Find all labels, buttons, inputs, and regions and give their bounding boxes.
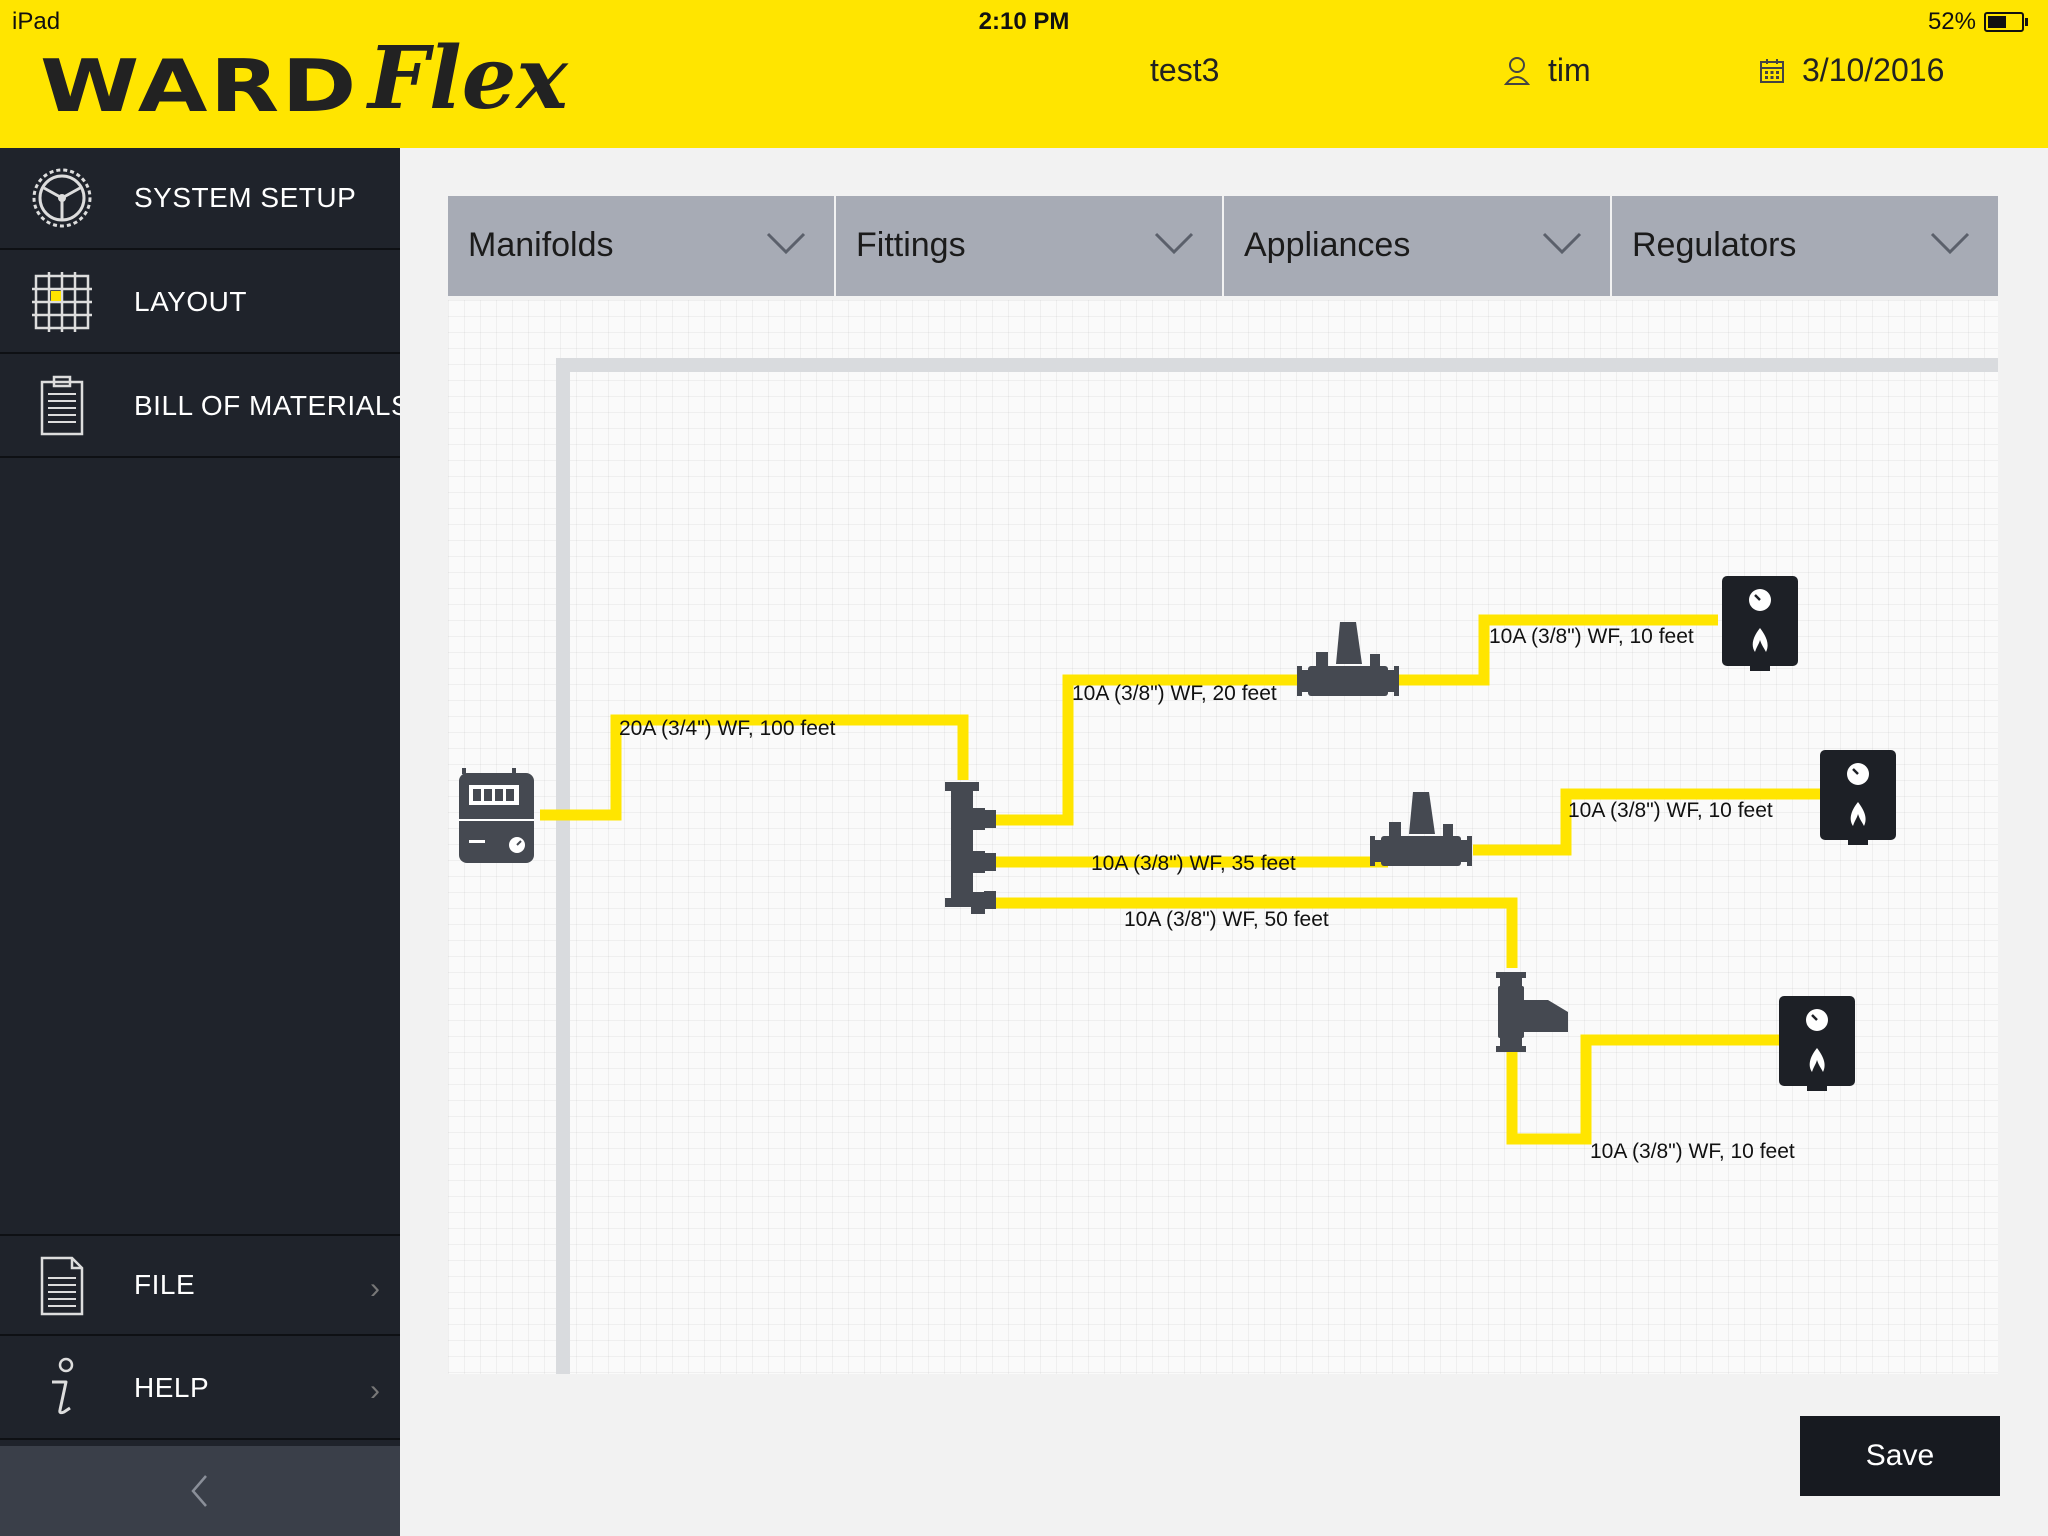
grid-layout-icon: [32, 272, 92, 332]
regulator-icon[interactable]: [1370, 792, 1472, 866]
battery-percent: 52%: [1927, 8, 1976, 35]
battery-status: 52%: [1927, 8, 2028, 36]
chevron-down-icon: [1154, 232, 1194, 255]
sidebar-item-layout[interactable]: LAYOUT: [0, 252, 400, 354]
chevron-down-icon: [766, 232, 806, 255]
logo-word: WARD: [40, 44, 359, 128]
status-time: 2:10 PM: [978, 8, 1070, 35]
project-name-text: test3: [1150, 52, 1220, 88]
tab-appliances[interactable]: Appliances: [1224, 196, 1610, 296]
sidebar-item-bill-of-materials[interactable]: BILL OF MATERIALS: [0, 356, 400, 458]
clipboard-icon: [40, 375, 84, 436]
steering-wheel-icon: [32, 168, 92, 228]
tab-regulators[interactable]: Regulators: [1612, 196, 1998, 296]
sidebar-item-file[interactable]: FILE ›: [0, 1234, 400, 1336]
date-info: 3/10/2016: [1760, 52, 1944, 89]
pipe-main[interactable]: [540, 714, 969, 821]
wall-outline: [556, 358, 1998, 1374]
chevron-right-icon: ›: [370, 1374, 380, 1407]
pipe-label: 20A (3/4") WF, 100 feet: [619, 717, 836, 740]
pipe-branch-1b[interactable]: [1398, 614, 1718, 686]
tee-fitting-icon[interactable]: [1496, 972, 1568, 1052]
appliance-water-heater-icon[interactable]: [1779, 996, 1855, 1091]
pipe-label: 10A (3/8") WF, 50 feet: [1124, 908, 1329, 931]
sidebar-item-help[interactable]: HELP ›: [0, 1338, 400, 1440]
tab-label: Manifolds: [468, 226, 614, 264]
pipe-branch-2b[interactable]: [1473, 788, 1822, 856]
regulator-icon[interactable]: [1297, 622, 1399, 696]
collapse-sidebar-button[interactable]: [0, 1446, 400, 1536]
sidebar-item-label: SYSTEM SETUP: [134, 182, 357, 213]
appliance-water-heater-icon[interactable]: [1820, 750, 1896, 845]
chevron-down-icon: [1930, 232, 1970, 255]
sidebar-item-system-setup[interactable]: SYSTEM SETUP: [0, 148, 400, 250]
pipe-diagram: 20A (3/4") WF, 100 feet 10A (3/8") WF, 2…: [459, 358, 1998, 1374]
sidebar-item-label: HELP: [134, 1372, 210, 1403]
wardflex-logo: WARD Flex: [40, 28, 568, 129]
user-name: tim: [1548, 52, 1591, 88]
chevron-down-icon: [1542, 232, 1582, 255]
battery-icon: [1984, 12, 2028, 32]
document-icon: [40, 1256, 84, 1316]
tab-manifolds[interactable]: Manifolds: [448, 196, 834, 296]
pipe-label: 10A (3/8") WF, 10 feet: [1489, 625, 1694, 648]
info-icon: [52, 1357, 74, 1415]
sidebar-item-label: FILE: [134, 1269, 196, 1300]
main-content: Manifolds Fittings Appliances Regulators: [400, 148, 2048, 1536]
pipe-branch-3a[interactable]: [988, 897, 1518, 968]
sidebar-item-label: BILL OF MATERIALS: [134, 390, 400, 421]
sidebar-item-label: LAYOUT: [134, 286, 247, 317]
logo-script: Flex: [368, 28, 568, 129]
pipe-branch-1a[interactable]: [988, 674, 1308, 826]
tab-label: Fittings: [856, 226, 966, 264]
pipe-label: 10A (3/8") WF, 20 feet: [1072, 682, 1277, 705]
layout-canvas[interactable]: 20A (3/4") WF, 100 feet 10A (3/8") WF, 2…: [448, 300, 1998, 1374]
appliance-water-heater-icon[interactable]: [1722, 576, 1798, 671]
manifold-icon[interactable]: [945, 782, 996, 914]
pipe-label: 10A (3/8") WF, 35 feet: [1091, 852, 1296, 875]
pipe-branch-3b[interactable]: [1506, 1034, 1783, 1145]
user-info: tim: [1504, 52, 1591, 89]
user-icon: [1504, 56, 1530, 85]
app-header: iPad 2:10 PM 52% WARD Flex test3 tim 3/1…: [0, 0, 2048, 148]
device-name: iPad: [12, 8, 61, 35]
sidebar: SYSTEM SETUP LAYOUT BILL OF MATERIALS: [0, 148, 400, 1536]
pipe-label: 10A (3/8") WF, 10 feet: [1590, 1140, 1795, 1163]
component-tab-bar: Manifolds Fittings Appliances Regulators: [448, 196, 1998, 296]
pipe-label: 10A (3/8") WF, 10 feet: [1568, 799, 1773, 822]
current-date: 3/10/2016: [1802, 52, 1945, 88]
tab-fittings[interactable]: Fittings: [836, 196, 1222, 296]
project-name: test3: [1150, 52, 1219, 89]
tab-label: Regulators: [1632, 226, 1797, 264]
gas-meter-icon[interactable]: [459, 768, 534, 863]
calendar-icon: [1760, 58, 1784, 83]
tab-label: Appliances: [1244, 226, 1411, 264]
chevron-right-icon: ›: [370, 1272, 380, 1305]
chevron-left-icon: [191, 1475, 207, 1507]
save-button[interactable]: Save: [1800, 1416, 2000, 1496]
